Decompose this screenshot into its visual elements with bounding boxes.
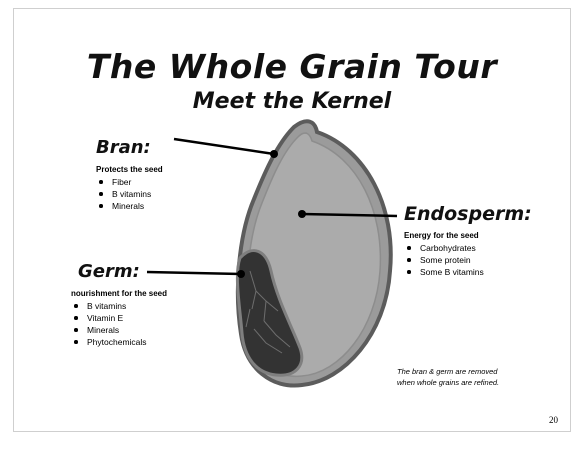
germ-heading: Germ:: [78, 261, 140, 282]
refinement-note: The bran & germ are removed when whole g…: [397, 366, 499, 388]
endosperm-list: Carbohydrates Some protein Some B vitami…: [405, 242, 484, 278]
list-item: Vitamin E: [72, 312, 147, 324]
bran-description: Protects the seed: [96, 165, 163, 174]
germ-pointer-dot: [237, 270, 245, 278]
list-item: B vitamins: [97, 188, 151, 200]
list-item: Minerals: [72, 324, 147, 336]
refinement-note-line-2: when whole grains are refined.: [397, 377, 499, 388]
bran-list: Fiber B vitamins Minerals: [97, 176, 151, 212]
bran-pointer-dot: [270, 150, 278, 158]
refinement-note-line-1: The bran & germ are removed: [397, 366, 499, 377]
list-item: Some B vitamins: [405, 266, 484, 278]
bran-heading: Bran:: [96, 137, 151, 158]
endosperm-heading: Endosperm:: [404, 203, 532, 225]
endosperm-pointer-dot: [298, 210, 306, 218]
germ-pointer-line: [147, 272, 241, 274]
bran-pointer-line: [174, 139, 274, 154]
list-item: B vitamins: [72, 300, 147, 312]
list-item: Minerals: [97, 200, 151, 212]
slide-subtitle: Meet the Kernel: [14, 89, 570, 114]
list-item: Fiber: [97, 176, 151, 188]
list-item: Some protein: [405, 254, 484, 266]
list-item: Carbohydrates: [405, 242, 484, 254]
page-number: 20: [549, 415, 558, 425]
slide: The Whole Grain Tour Meet the Kernel Bra…: [13, 8, 571, 432]
germ-description: nourishment for the seed: [71, 289, 167, 298]
list-item: Phytochemicals: [72, 336, 147, 348]
endosperm-description: Energy for the seed: [404, 231, 479, 240]
germ-list: B vitamins Vitamin E Minerals Phytochemi…: [72, 300, 147, 348]
slide-title: The Whole Grain Tour: [14, 47, 570, 86]
